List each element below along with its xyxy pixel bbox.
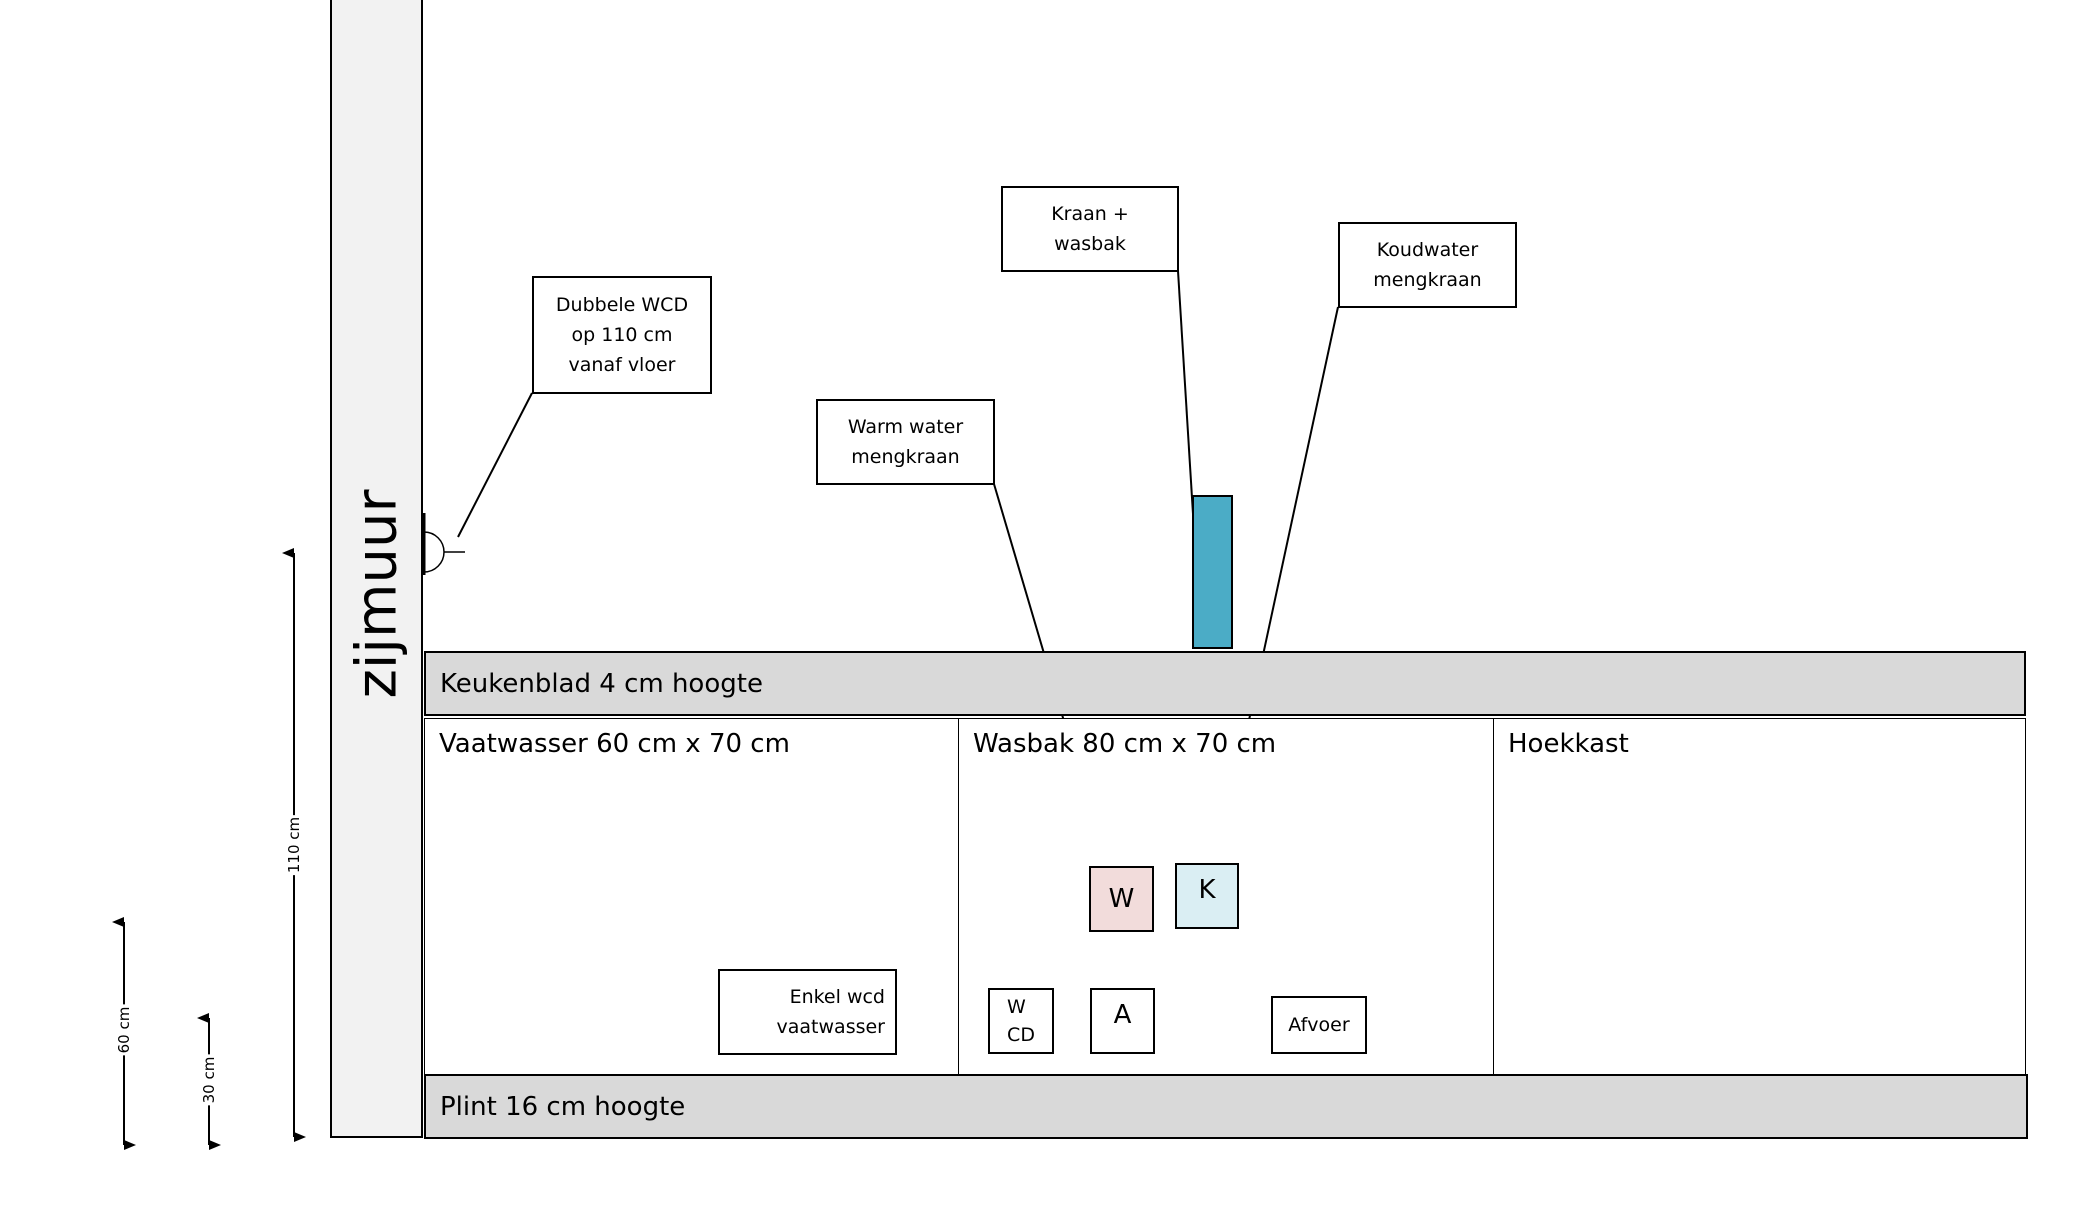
- side-wall: [330, 0, 423, 1138]
- plinth: Plint 16 cm hoogte: [424, 1074, 2028, 1139]
- callout-drain: Afvoer: [1271, 996, 1367, 1054]
- cabinet-dishwasher-label: Vaatwasser 60 cm x 70 cm: [439, 729, 790, 759]
- cold-water-connection: K: [1175, 863, 1239, 929]
- countertop: Keukenblad 4 cm hoogte: [424, 651, 2026, 716]
- drain-connection: A: [1090, 988, 1155, 1054]
- plinth-label: Plint 16 cm hoogte: [440, 1091, 686, 1122]
- callout-cold-water: Koudwater mengkraan: [1338, 222, 1517, 308]
- callout-warm-water: Warm water mengkraan: [816, 399, 995, 485]
- dishwasher-outlet-box: W CD: [988, 988, 1054, 1054]
- callout-double-outlet: Dubbele WCD op 110 cm vanaf vloer: [532, 276, 712, 394]
- warm-water-connection: W: [1089, 866, 1154, 932]
- double-outlet-icon: [422, 513, 465, 575]
- countertop-label: Keukenblad 4 cm hoogte: [440, 668, 763, 699]
- leader-double-outlet: [457, 392, 533, 538]
- side-wall-label: zijmuur: [344, 489, 410, 699]
- leader-faucet: [1177, 270, 1194, 515]
- cabinet-corner-label: Hoekkast: [1508, 729, 1629, 759]
- faucet: [1192, 495, 1233, 649]
- callout-faucet-sink: Kraan + wasbak: [1001, 186, 1179, 272]
- dimension-label-110cm: 110 cm: [285, 814, 303, 876]
- cabinet-sink-label: Wasbak 80 cm x 70 cm: [973, 729, 1277, 759]
- dimension-label-30cm: 30 cm: [200, 1054, 218, 1106]
- callout-single-outlet: Enkel wcd vaatwasser: [718, 969, 897, 1055]
- dimension-label-60cm: 60 cm: [115, 1004, 133, 1056]
- cabinet-corner: Hoekkast: [1493, 718, 2026, 1075]
